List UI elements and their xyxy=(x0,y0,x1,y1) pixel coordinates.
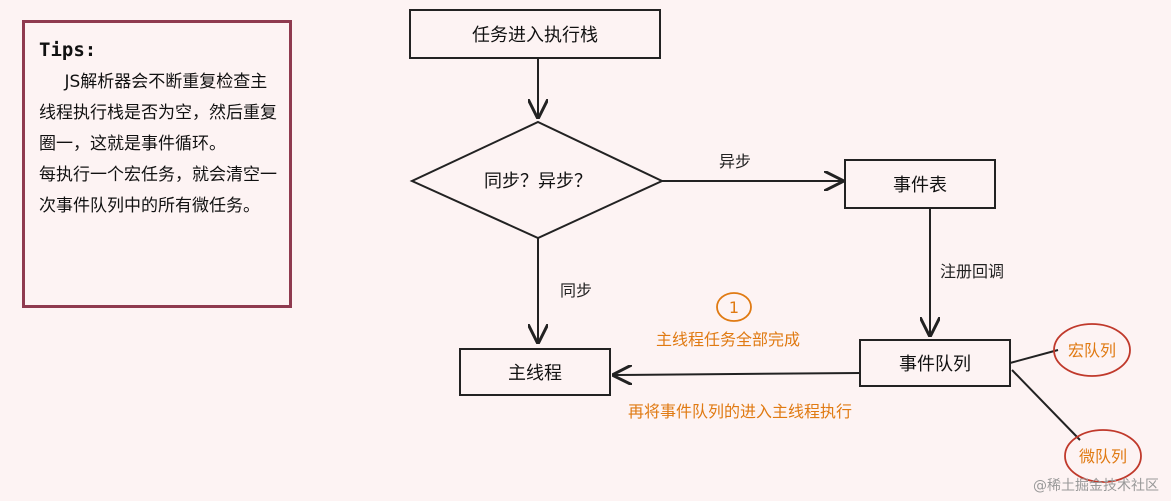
tips-paragraph-1: JS解析器会不断重复检查主线程执行栈是否为空，然后重复圈一，这就是事件循环。 xyxy=(39,72,277,154)
node-macro-queue-label: 宏队列 xyxy=(1068,341,1116,360)
node-main-thread: 主线程 xyxy=(459,348,611,396)
edge-to-micro-queue xyxy=(1011,369,1081,441)
edge-to-macro-queue xyxy=(1009,349,1059,364)
step-marker: 1 xyxy=(716,292,752,322)
node-macro-queue: 宏队列 xyxy=(1053,323,1131,377)
node-sync-async-label: 同步？异步？ xyxy=(484,171,592,192)
watermark: @稀土掘金技术社区 xyxy=(1033,478,1159,494)
edge-register-callback-label: 注册回调 xyxy=(940,262,1004,281)
node-event-table: 事件表 xyxy=(844,159,996,209)
tips-title: Tips: xyxy=(39,39,97,61)
queue-to-main-label: 再将事件队列的进入主线程执行 xyxy=(628,402,852,421)
node-enter-stack: 任务进入执行栈 xyxy=(409,9,661,59)
node-event-queue: 事件队列 xyxy=(859,339,1011,387)
node-micro-queue: 微队列 xyxy=(1064,429,1142,483)
node-main-thread-label: 主线程 xyxy=(508,363,562,384)
tips-paragraph-2: 每执行一个宏任务，就会清空一次事件队列中的所有微任务。 xyxy=(39,165,277,216)
node-micro-queue-label: 微队列 xyxy=(1079,447,1127,466)
node-enter-stack-label: 任务进入执行栈 xyxy=(472,25,598,46)
main-done-label: 主线程任务全部完成 xyxy=(656,330,800,349)
node-event-table-label: 事件表 xyxy=(893,175,947,196)
node-sync-async-decision: 同步？异步？ xyxy=(409,120,665,240)
tips-box: Tips: JS解析器会不断重复检查主线程执行栈是否为空，然后重复圈一，这就是事… xyxy=(22,20,292,308)
edge-sync-label: 同步 xyxy=(560,281,592,300)
edge-async-label: 异步 xyxy=(719,152,751,171)
step-marker-number: 1 xyxy=(729,298,739,317)
edge-queue-to-main xyxy=(614,373,861,375)
node-event-queue-label: 事件队列 xyxy=(899,354,971,375)
